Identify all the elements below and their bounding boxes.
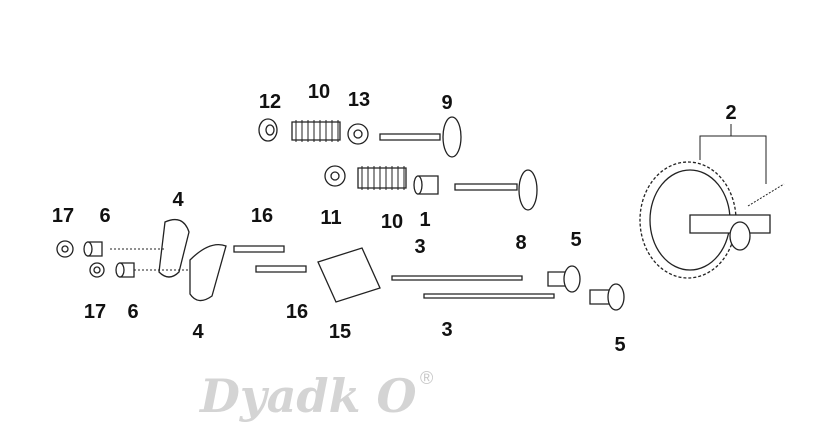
callout-10-upper: 10 [308, 81, 330, 103]
valve-spring-10-lower [357, 166, 407, 190]
callout-15: 15 [329, 321, 351, 343]
guide-plate-15 [317, 247, 381, 303]
pivot-6-upper [83, 241, 103, 257]
rocker-stud-16-lower [255, 265, 307, 273]
rocker-arm-4-upper [158, 218, 190, 278]
callout-17-upper: 17 [52, 205, 74, 227]
valve-9 [379, 116, 462, 158]
watermark-registered-mark: ® [420, 368, 433, 388]
valve-retainer-11 [324, 165, 346, 187]
valve-8 [454, 169, 538, 211]
tappet-5-lower [589, 283, 625, 311]
pivot-6-lower [115, 262, 135, 278]
callout-16-upper: 16 [251, 205, 273, 227]
callout-6-upper: 6 [99, 205, 110, 227]
valve-guide-1 [413, 175, 439, 195]
nut-17-lower [89, 262, 105, 278]
valve-spring-10-upper [291, 120, 341, 142]
callout-11: 11 [320, 207, 341, 229]
rocker-stud-16-upper [233, 245, 285, 253]
callout-4-upper: 4 [172, 189, 184, 211]
callout-9: 9 [441, 92, 452, 114]
assembly-lines-left [110, 248, 190, 271]
callout-17-lower: 17 [84, 301, 106, 323]
nut-17-upper [56, 240, 74, 258]
callout-3-lower: 3 [441, 319, 452, 341]
leader-line-2 [699, 124, 767, 184]
spring-seat-13 [347, 123, 369, 145]
watermark-logo: Dyadk O [198, 369, 417, 423]
callout-3-upper: 3 [414, 236, 425, 258]
callout-13: 13 [348, 89, 370, 111]
callout-10-lower: 10 [381, 211, 403, 233]
valve-retainer-12 [258, 118, 278, 142]
callout-5-upper: 5 [570, 229, 581, 251]
spring-2 [747, 183, 785, 207]
callout-4-lower: 4 [192, 321, 204, 343]
rocker-arm-4-lower [189, 243, 227, 302]
push-rod-3-upper [391, 275, 523, 281]
push-rod-3-lower [423, 293, 555, 299]
callout-1: 1 [419, 209, 430, 231]
callout-5-lower: 5 [614, 334, 625, 356]
callout-2: 2 [725, 102, 736, 124]
tappet-5-upper [547, 265, 581, 293]
callout-12: 12 [259, 91, 281, 113]
callout-16-lower: 16 [286, 301, 308, 323]
camshaft-gear-2 [639, 161, 771, 279]
callout-6-lower: 6 [127, 301, 138, 323]
callout-8: 8 [515, 232, 526, 254]
